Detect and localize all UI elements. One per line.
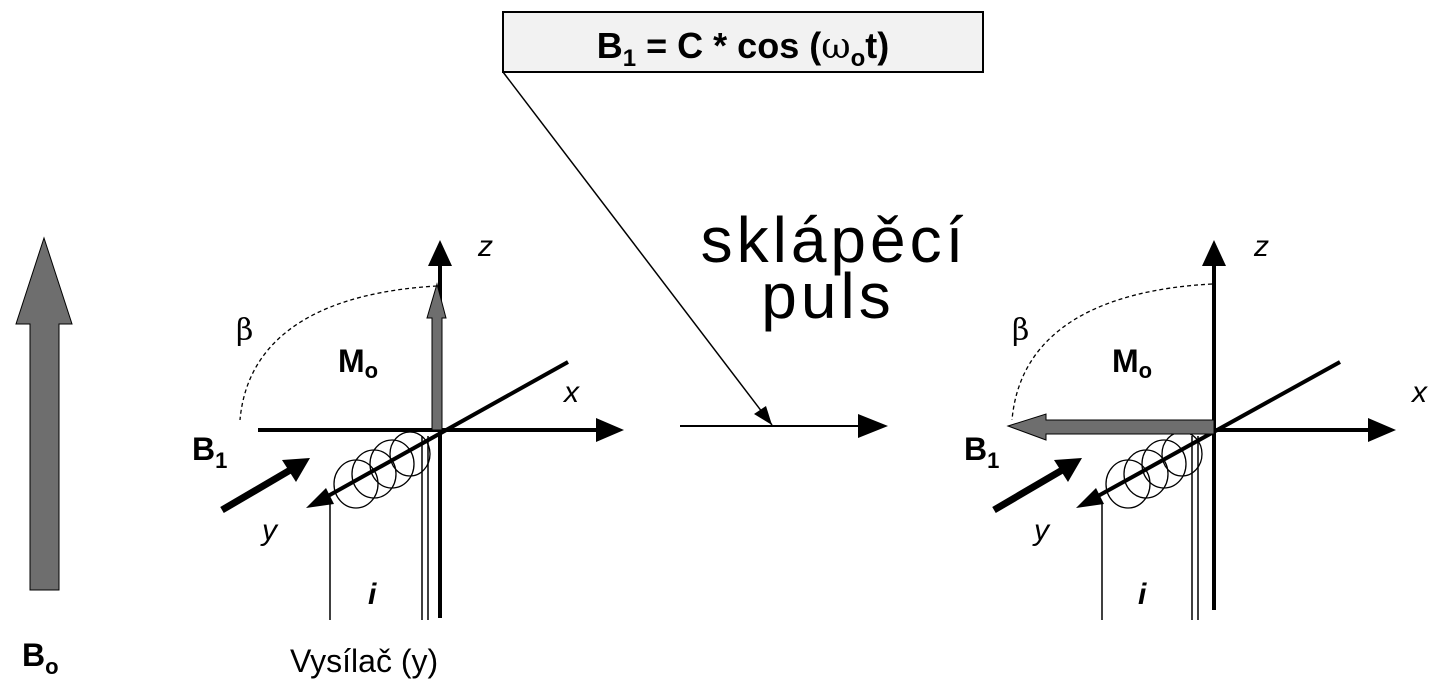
formula-omega-sub: o bbox=[851, 45, 866, 72]
b0-arrow bbox=[15, 236, 73, 591]
left-z-arrowhead bbox=[428, 240, 452, 266]
right-x-arrowhead bbox=[1368, 418, 1396, 442]
right-y-label: y bbox=[1032, 514, 1051, 547]
right-y-axis bbox=[1097, 360, 1341, 498]
right-b1-label: B1 bbox=[964, 431, 999, 473]
left-m0-vector bbox=[426, 282, 447, 431]
left-coil bbox=[333, 431, 431, 509]
left-y-label: y bbox=[260, 514, 279, 547]
right-beta-label: β bbox=[1012, 313, 1029, 348]
left-beta-label: β bbox=[236, 313, 253, 348]
left-m0-main: M bbox=[338, 343, 365, 379]
left-b1-main: B bbox=[192, 431, 215, 467]
b0-vector bbox=[15, 236, 73, 591]
left-b1-arrowhead bbox=[282, 458, 310, 482]
left-m0-label: Mo bbox=[338, 343, 378, 383]
right-coil bbox=[1105, 431, 1203, 509]
center-label-line2: puls bbox=[761, 260, 894, 332]
pulse-arrowhead bbox=[858, 414, 888, 438]
right-b1-arrowhead bbox=[1054, 458, 1082, 482]
left-x-label: x bbox=[562, 376, 580, 409]
formula-omega: ω bbox=[821, 26, 850, 67]
b0-main: B bbox=[22, 637, 45, 673]
left-m0-sub: o bbox=[365, 358, 378, 383]
formula-box: B1 = C * cos (ωot) bbox=[502, 11, 984, 73]
left-beta-arc bbox=[239, 285, 438, 421]
formula-box-frame bbox=[502, 11, 984, 73]
center-label-line1: sklápěcí bbox=[701, 204, 968, 276]
right-z-arrowhead bbox=[1202, 240, 1226, 266]
right-beta-arc bbox=[1011, 283, 1213, 421]
formula-text: B1 = C * cos (ωot) bbox=[597, 25, 889, 72]
right-x-label: x bbox=[1410, 376, 1428, 409]
left-diagram: z x y β Mo B1 i bbox=[192, 230, 624, 620]
right-m0-main: M bbox=[1112, 343, 1139, 379]
right-m0-vector bbox=[1006, 413, 1215, 441]
right-b1-sub: 1 bbox=[987, 448, 999, 473]
formula-tail: t) bbox=[865, 25, 889, 66]
leader-arrowhead bbox=[754, 406, 772, 425]
right-b1-main: B bbox=[964, 431, 987, 467]
b0-label: Bo bbox=[22, 637, 59, 679]
right-z-label: z bbox=[1253, 230, 1269, 263]
left-z-label: z bbox=[477, 230, 493, 263]
right-m0-sub: o bbox=[1139, 358, 1152, 383]
formula-leader-line bbox=[502, 71, 773, 426]
b0-sub: o bbox=[45, 654, 58, 679]
left-y-arrowhead bbox=[306, 488, 334, 508]
formula-mid: = C * cos ( bbox=[636, 25, 821, 66]
transmitter-label: Vysílač (y) bbox=[290, 643, 438, 679]
left-y-axis bbox=[327, 360, 569, 498]
left-b1-sub: 1 bbox=[215, 448, 227, 473]
left-current-label: i bbox=[368, 578, 377, 611]
left-x-arrowhead bbox=[596, 418, 624, 442]
formula-b-sub: 1 bbox=[623, 45, 636, 72]
left-b1-arrow bbox=[220, 465, 294, 514]
right-b1-arrow bbox=[992, 465, 1066, 514]
left-b1-label: B1 bbox=[192, 431, 227, 473]
right-current-label: i bbox=[1138, 578, 1147, 611]
right-y-arrowhead bbox=[1076, 488, 1104, 508]
right-diagram: z x y β Mo B1 i bbox=[964, 230, 1428, 620]
right-m0-label: Mo bbox=[1112, 343, 1152, 383]
formula-b: B bbox=[597, 25, 623, 66]
